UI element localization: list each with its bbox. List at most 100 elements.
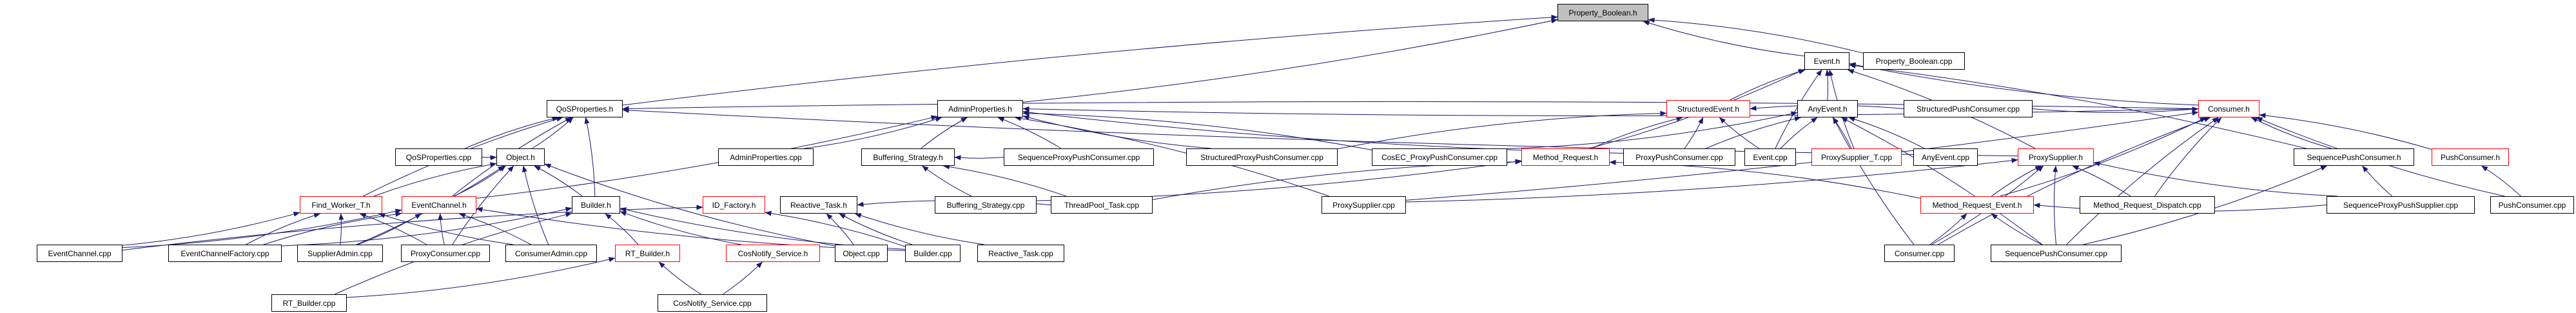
graph-edge	[2093, 161, 2338, 197]
graph-node-label: Reactive_Task.cpp	[988, 248, 1053, 258]
graph-node-label: ProxyPushConsumer.cpp	[1635, 152, 1723, 162]
graph-node-structuredproxypushconsumer-cpp[interactable]: StructuredProxyPushConsumer.cpp	[1186, 148, 1338, 166]
graph-edge	[458, 213, 531, 245]
graph-node-label: Property_Boolean.h	[1568, 8, 1637, 17]
graph-node-builder-cpp[interactable]: Builder.cpp	[905, 245, 961, 262]
graph-edge	[804, 117, 942, 149]
graph-node-label: Object.h	[506, 152, 535, 162]
graph-edge	[1719, 117, 1759, 149]
graph-node-rt-builder-cpp[interactable]: RT_Builder.cpp	[271, 294, 347, 312]
graph-node-event-h[interactable]: Event.h	[1804, 52, 1849, 70]
graph-edge	[1991, 213, 2042, 245]
graph-node-label: Find_Worker_T.h	[311, 200, 371, 210]
graph-node-eventchannelfactory-cpp[interactable]: EventChannelFactory.cpp	[168, 245, 282, 262]
graph-node-qosproperties-h[interactable]: QoSProperties.h	[547, 100, 623, 117]
graph-node-proxysupplier-cpp[interactable]: ProxySupplier.cpp	[1322, 196, 1406, 214]
graph-node-method-request-dispatch-cpp[interactable]: Method_Request_Dispatch.cpp	[2080, 196, 2215, 214]
graph-node-label: Object.cpp	[843, 248, 880, 258]
graph-edge	[378, 213, 514, 245]
graph-node-threadpool-task-cpp[interactable]: ThreadPool_Task.cpp	[1051, 196, 1153, 214]
graph-node-object-cpp[interactable]: Object.cpp	[835, 245, 888, 262]
graph-node-label: EventChannel.h	[411, 200, 467, 210]
graph-edge	[942, 164, 1067, 197]
graph-edge	[723, 261, 763, 295]
graph-node-proxysupplier-h[interactable]: ProxySupplier.h	[2018, 148, 2094, 166]
graph-node-sequenceproxypushconsumer-cpp[interactable]: SequenceProxyPushConsumer.cpp	[1004, 148, 1154, 166]
graph-node-find-worker-t-h[interactable]: Find_Worker_T.h	[300, 196, 382, 214]
graph-node-rt-builder-h[interactable]: RT_Builder.h	[615, 245, 680, 262]
graph-node-adminproperties-h[interactable]: AdminProperties.h	[937, 100, 1023, 117]
graph-node-adminproperties-cpp[interactable]: AdminProperties.cpp	[718, 148, 814, 166]
graph-node-cosnotify-service-h[interactable]: CosNotify_Service.h	[726, 245, 820, 262]
graph-node-sequenceproxypushsupplier-cpp[interactable]: SequenceProxyPushSupplier.cpp	[2327, 196, 2475, 214]
graph-node-label: RT_Builder.h	[625, 248, 670, 258]
graph-node-proxypushconsumer-cpp[interactable]: ProxyPushConsumer.cpp	[1623, 148, 1735, 166]
graph-node-label: SequencePushConsumer.cpp	[2005, 248, 2107, 258]
graph-node-eventchannel-h[interactable]: EventChannel.h	[402, 196, 476, 214]
graph-node-label: SequenceProxyPushSupplier.cpp	[2343, 200, 2459, 210]
graph-node-label: SequenceProxyPushConsumer.cpp	[1017, 152, 1140, 162]
graph-node-property-boolean-cpp[interactable]: Property_Boolean.cpp	[1863, 52, 1965, 70]
graph-node-pushconsumer-cpp[interactable]: PushConsumer.cpp	[2490, 196, 2574, 214]
graph-node-anyevent-h[interactable]: AnyEvent.h	[1797, 100, 1858, 117]
graph-edge	[2053, 165, 2058, 245]
graph-node-label: AdminProperties.h	[948, 104, 1012, 114]
graph-edge	[534, 165, 583, 197]
graph-node-label: Buffering_Strategy.cpp	[946, 200, 1025, 210]
graph-node-cosnotify-service-cpp[interactable]: CosNotify_Service.cpp	[658, 294, 767, 312]
graph-edge	[1840, 117, 2043, 245]
graph-node-qosproperties-cpp[interactable]: QoSProperties.cpp	[395, 148, 482, 166]
graph-edge	[854, 213, 985, 245]
graph-node-sequencepushconsumer-cpp[interactable]: SequencePushConsumer.cpp	[1991, 245, 2122, 262]
graph-node-event-cpp[interactable]: Event.cpp	[1744, 148, 1796, 166]
graph-edge	[1643, 21, 1805, 57]
graph-node-eventchannel-cpp[interactable]: EventChannel.cpp	[37, 245, 122, 262]
graph-node-anyevent-cpp[interactable]: AnyEvent.cpp	[1913, 148, 1978, 166]
graph-edge	[2259, 113, 2432, 150]
graph-node-consumer-cpp[interactable]: Consumer.cpp	[1884, 245, 1955, 262]
graph-edge	[1849, 62, 2199, 106]
graph-node-structuredpushconsumer-cpp[interactable]: StructuredPushConsumer.cpp	[1904, 100, 2033, 117]
graph-node-label: ID_Factory.h	[712, 200, 756, 210]
graph-node-label: Method_Request_Event.h	[1932, 200, 2022, 210]
graph-node-sequencepushconsumer-h[interactable]: SequencePushConsumer.h	[2294, 148, 2414, 166]
graph-node-proxysupplier-t-cpp[interactable]: ProxySupplier_T.cpp	[1811, 148, 1902, 166]
graph-edge	[522, 165, 549, 245]
graph-node-builder-h[interactable]: Builder.h	[572, 196, 620, 214]
graph-edge	[1022, 18, 1558, 103]
graph-node-reactive-task-h[interactable]: Reactive_Task.h	[780, 196, 857, 214]
graph-edge	[1014, 116, 1329, 197]
graph-node-label: Consumer.h	[2208, 104, 2250, 114]
graph-node-consumer-h[interactable]: Consumer.h	[2198, 100, 2259, 117]
graph-edge	[359, 213, 427, 245]
graph-node-buffering-strategy-cpp[interactable]: Buffering_Strategy.cpp	[935, 196, 1037, 214]
graph-node-label: EventChannelFactory.cpp	[181, 248, 269, 258]
graph-node-label: Builder.cpp	[913, 248, 952, 258]
graph-node-proxyconsumer-cpp[interactable]: ProxyConsumer.cpp	[401, 245, 490, 262]
graph-node-reactive-task-cpp[interactable]: Reactive_Task.cpp	[977, 245, 1064, 262]
graph-node-buffering-strategy-h[interactable]: Buffering_Strategy.h	[861, 148, 955, 166]
graph-edge	[1775, 69, 1822, 149]
graph-node-method-request-event-h[interactable]: Method_Request_Event.h	[1920, 196, 2034, 214]
graph-node-cosec-proxypushconsumer-cpp[interactable]: CosEC_ProxyPushConsumer.cpp	[1372, 148, 1507, 166]
graph-node-supplieradmin-cpp[interactable]: SupplierAdmin.cpp	[297, 245, 383, 262]
graph-edge	[281, 207, 572, 247]
graph-node-structuredevent-h[interactable]: StructuredEvent.h	[1666, 100, 1750, 117]
graph-node-label: CosEC_ProxyPushConsumer.cpp	[1381, 152, 1498, 162]
graph-node-label: ProxyConsumer.cpp	[410, 248, 481, 258]
graph-edge	[1849, 63, 2307, 149]
graph-edge	[373, 162, 497, 197]
graph-node-pushconsumer-h[interactable]: PushConsumer.h	[2432, 148, 2509, 166]
graph-edge	[1337, 110, 1667, 150]
graph-edge	[1591, 116, 1683, 149]
graph-node-id-factory-h[interactable]: ID_Factory.h	[703, 196, 765, 214]
graph-node-label: PushConsumer.cpp	[2498, 200, 2566, 210]
graph-node-method-request-h[interactable]: Method_Request.h	[1521, 148, 1610, 166]
graph-edge	[622, 107, 2018, 157]
graph-edge	[357, 213, 422, 245]
graph-node-consumeradmin-cpp[interactable]: ConsumerAdmin.cpp	[505, 245, 597, 262]
graph-edge	[765, 210, 906, 247]
graph-node-object-h[interactable]: Object.h	[496, 148, 545, 166]
graph-node-label: Method_Request_Dispatch.cpp	[2093, 200, 2201, 210]
